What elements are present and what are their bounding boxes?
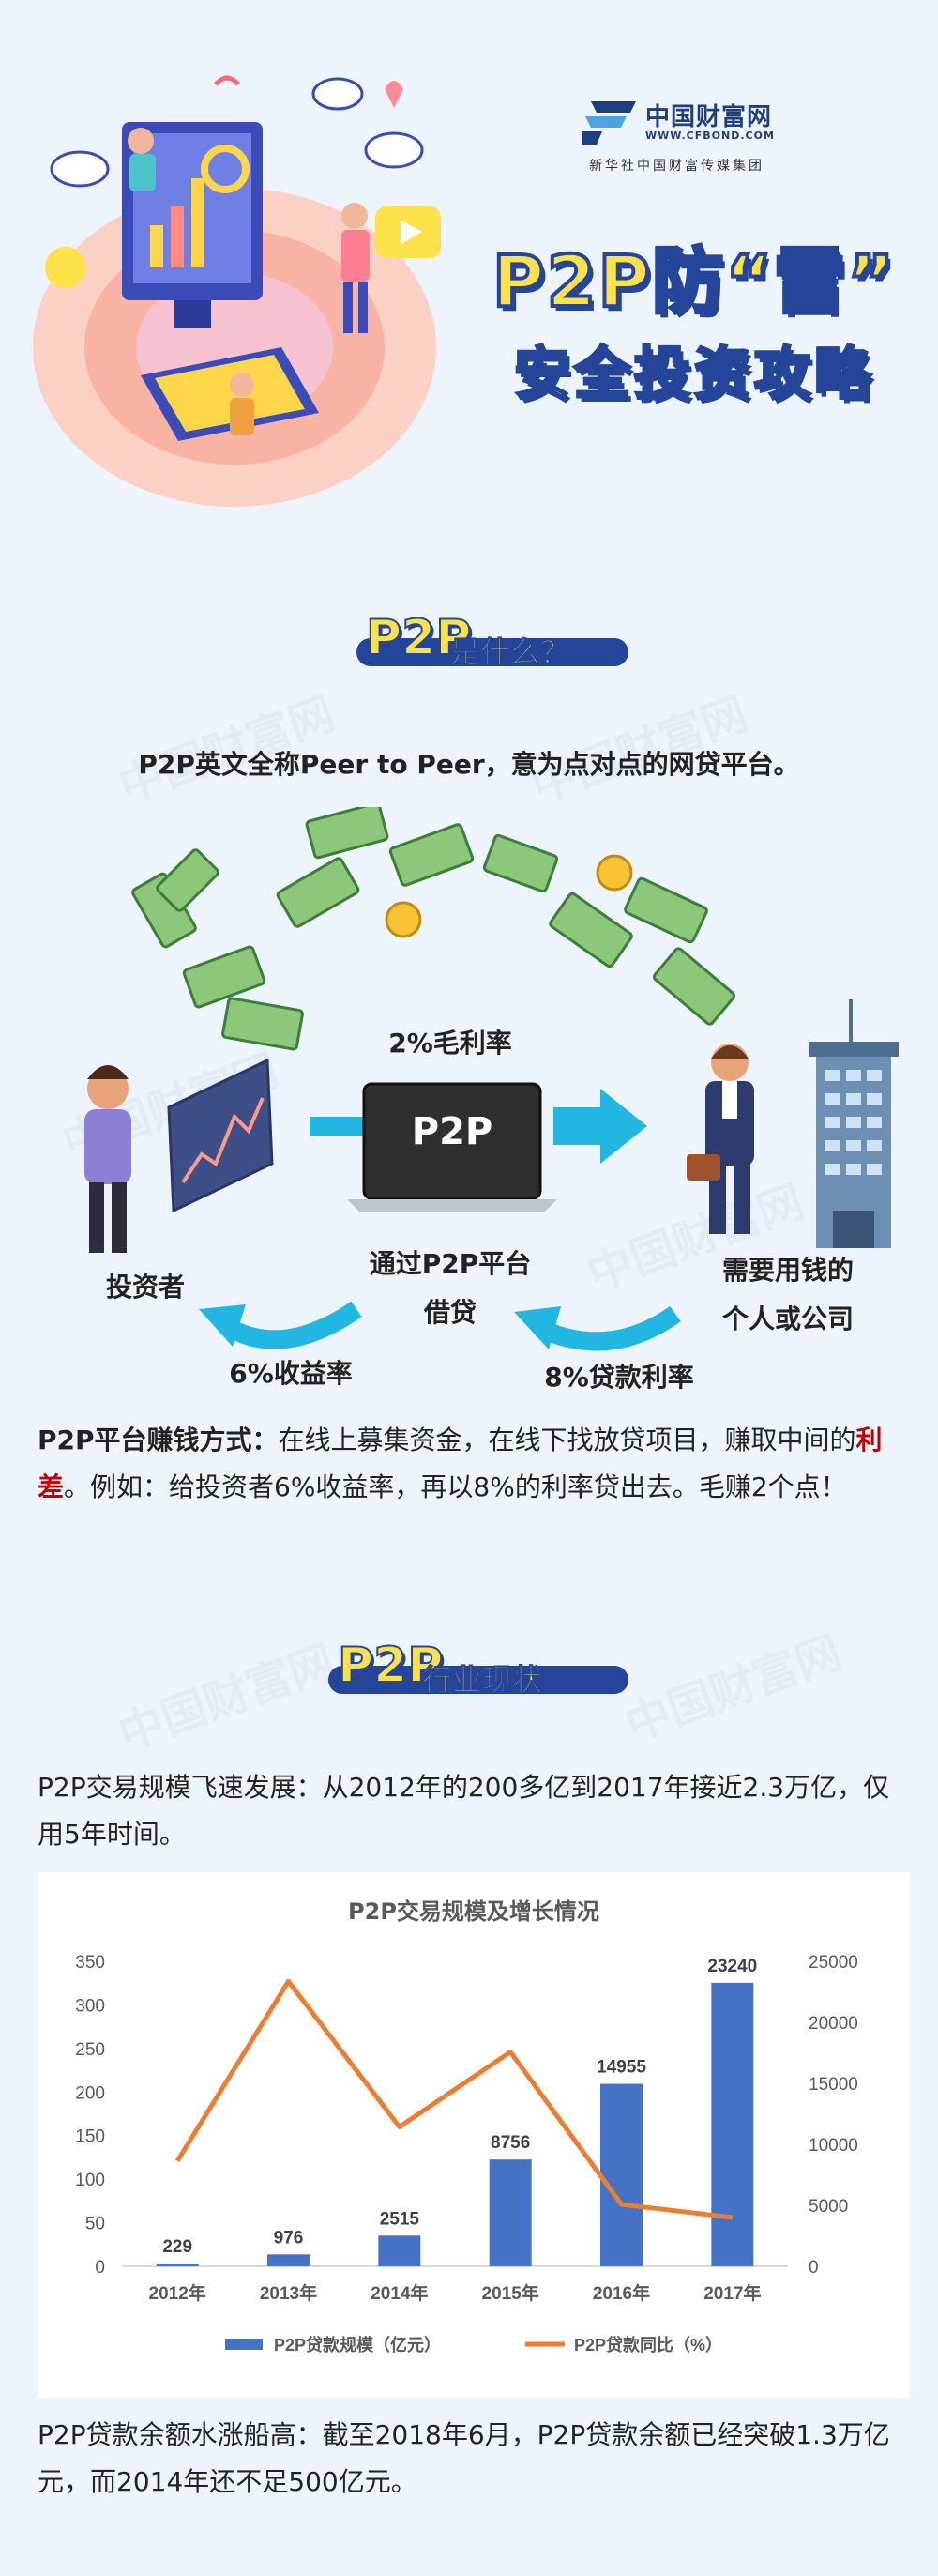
chart-line-series <box>175 1978 734 2220</box>
arrow-left-curved-icon <box>535 1305 681 1351</box>
chart-plot: 0 50 100 150 200 250 300 350 0 5000 10000 15000 2000… <box>75 1953 858 2355</box>
banner-text: 行业现状 <box>421 1662 543 1699</box>
platform-label-line1: 通过P2P平台 <box>369 1248 532 1279</box>
y-axis-left-tick: 350 <box>75 1953 105 1973</box>
laptop-icon <box>347 1082 557 1212</box>
chart-bar <box>711 1982 754 2266</box>
hero-header: 中国财富网 WWW.CFBOND.COM 新华社中国财富传媒集团 P2P防“雷”… <box>0 0 938 526</box>
y-axis-right-tick: 5000 <box>809 2197 848 2217</box>
bar-data-label: 23240 <box>707 1957 757 1976</box>
chart-title: P2P交易规模及增长情况 <box>348 1898 599 1925</box>
legend-swatch-bar <box>225 2339 263 2350</box>
x-axis-tick: 2015年 <box>482 2282 539 2304</box>
watermark: 中国财富网 <box>112 1635 342 1762</box>
y-axis-right-tick: 25000 <box>809 1953 858 1973</box>
borrower-label-line2: 个人或公司 <box>721 1303 854 1334</box>
coin-icon <box>385 901 422 938</box>
bar-data-label: 8756 <box>491 2133 530 2153</box>
profit-model-text: 在线上募集资金，在线下找放贷项目，赚取中间的 <box>278 1425 856 1456</box>
page-title: P2P防“雷” <box>491 237 897 325</box>
borrower-label-line1: 需要用钱的 <box>721 1255 854 1286</box>
logo-chinese-name: 中国财富网 <box>645 103 773 131</box>
chart-bar <box>600 2083 643 2266</box>
y-axis-left-tick: 300 <box>75 1996 105 2016</box>
chart-bar <box>156 2264 199 2266</box>
bar-data-label: 976 <box>274 2228 304 2248</box>
x-axis-tick: 2014年 <box>371 2282 428 2304</box>
profit-model-paragraph: P2P平台赚钱方式：在线上募集资金，在线下找放贷项目，赚取中间的利差。例如：给投… <box>38 1417 915 1511</box>
hero-illustration <box>33 75 441 507</box>
coin-icon <box>596 854 633 892</box>
p2p-diagram <box>84 807 899 1351</box>
y-axis-right-tick: 15000 <box>809 2075 858 2095</box>
balance-paragraph: P2P贷款余额水涨船高：截至2018年6月，P2P贷款余额已经突破1.3万亿元，… <box>38 2419 890 2497</box>
watermark: 中国财富网 <box>618 1625 849 1753</box>
y-axis-right-tick: 0 <box>809 2258 819 2278</box>
briefcase-icon <box>687 1154 720 1181</box>
arrow-left-curved-icon <box>219 1301 362 1349</box>
spread-highlight: 利差 <box>38 1425 883 1502</box>
y-axis-left-tick: 250 <box>75 2040 105 2060</box>
chart-bar <box>267 2254 310 2266</box>
scale-paragraph: P2P交易规模飞速发展：从2012年的200多亿到2017年接近2.3万亿，仅用… <box>38 1772 890 1850</box>
y-axis-left-tick: 50 <box>85 2215 105 2234</box>
y-axis-left-tick: 0 <box>95 2258 105 2278</box>
chart-bar <box>489 2159 532 2266</box>
y-axis-right-tick: 20000 <box>809 2014 858 2034</box>
x-axis-tick: 2013年 <box>260 2282 317 2304</box>
x-axis-tick: 2017年 <box>704 2282 761 2304</box>
y-axis-right-tick: 10000 <box>809 2136 858 2156</box>
bar-data-label: 2515 <box>380 2209 420 2229</box>
cfbond-logo-mark <box>582 101 636 145</box>
section-banner-what-is-p2p: P2P 是什么？ <box>356 609 628 671</box>
bar-data-label: 229 <box>162 2237 192 2257</box>
platform-label-line2: 借贷 <box>423 1297 477 1328</box>
y-axis-left-tick: 200 <box>75 2083 105 2103</box>
gross-margin-label: 2%毛利率 <box>388 1028 512 1059</box>
intro-text: P2P英文全称Peer to Peer，意为点对点的网贷平台。 <box>138 749 800 780</box>
banner-p2p: P2P <box>365 609 472 667</box>
section-banner-industry-status: P2P 行业现状 <box>328 1637 628 1699</box>
banner-p2p: P2P <box>337 1637 444 1695</box>
y-axis-left-tick: 100 <box>75 2171 105 2190</box>
y-axis-left-tick: 150 <box>75 2127 105 2147</box>
stock-chart-screen <box>167 1058 274 1213</box>
profit-model-heading: P2P平台赚钱方式： <box>38 1425 279 1456</box>
arrow-right-icon <box>553 1089 647 1164</box>
laptop-p2p-text: P2P <box>411 1110 493 1153</box>
page-subtitle: 安全投资攻略 <box>513 341 874 409</box>
yield-rate-label: 6%收益率 <box>229 1358 353 1389</box>
chart-bar <box>378 2235 421 2266</box>
logo-url: WWW.CFBOND.COM <box>645 130 775 142</box>
x-axis-tick: 2012年 <box>149 2282 206 2304</box>
office-building-icon <box>809 999 899 1248</box>
x-axis-tick: 2016年 <box>593 2282 650 2304</box>
legend-label-line: P2P贷款同比（%） <box>574 2335 722 2355</box>
borrower-figure <box>687 1044 754 1234</box>
p2p-scale-chart: P2P交易规模及增长情况 0 50 100 150 200 250 300 350 0 5000 1… <box>38 1872 910 2398</box>
logo-subtitle: 新华社中国财富传媒集团 <box>589 159 764 174</box>
investor-label: 投资者 <box>105 1272 185 1303</box>
investor-figure <box>84 1065 131 1253</box>
banner-text: 是什么？ <box>449 634 571 671</box>
loan-rate-label: 8%贷款利率 <box>544 1362 694 1393</box>
money-bills <box>131 807 736 1051</box>
cfbond-logo: 中国财富网 WWW.CFBOND.COM 新华社中国财富传媒集团 <box>582 94 807 178</box>
legend-label-bar: P2P贷款规模（亿元） <box>274 2335 441 2355</box>
profit-model-example: 。例如：给投资者6%收益率，再以8%的利率贷出去。毛赚2个点！ <box>64 1471 847 1502</box>
bar-data-label: 14955 <box>597 2058 646 2078</box>
